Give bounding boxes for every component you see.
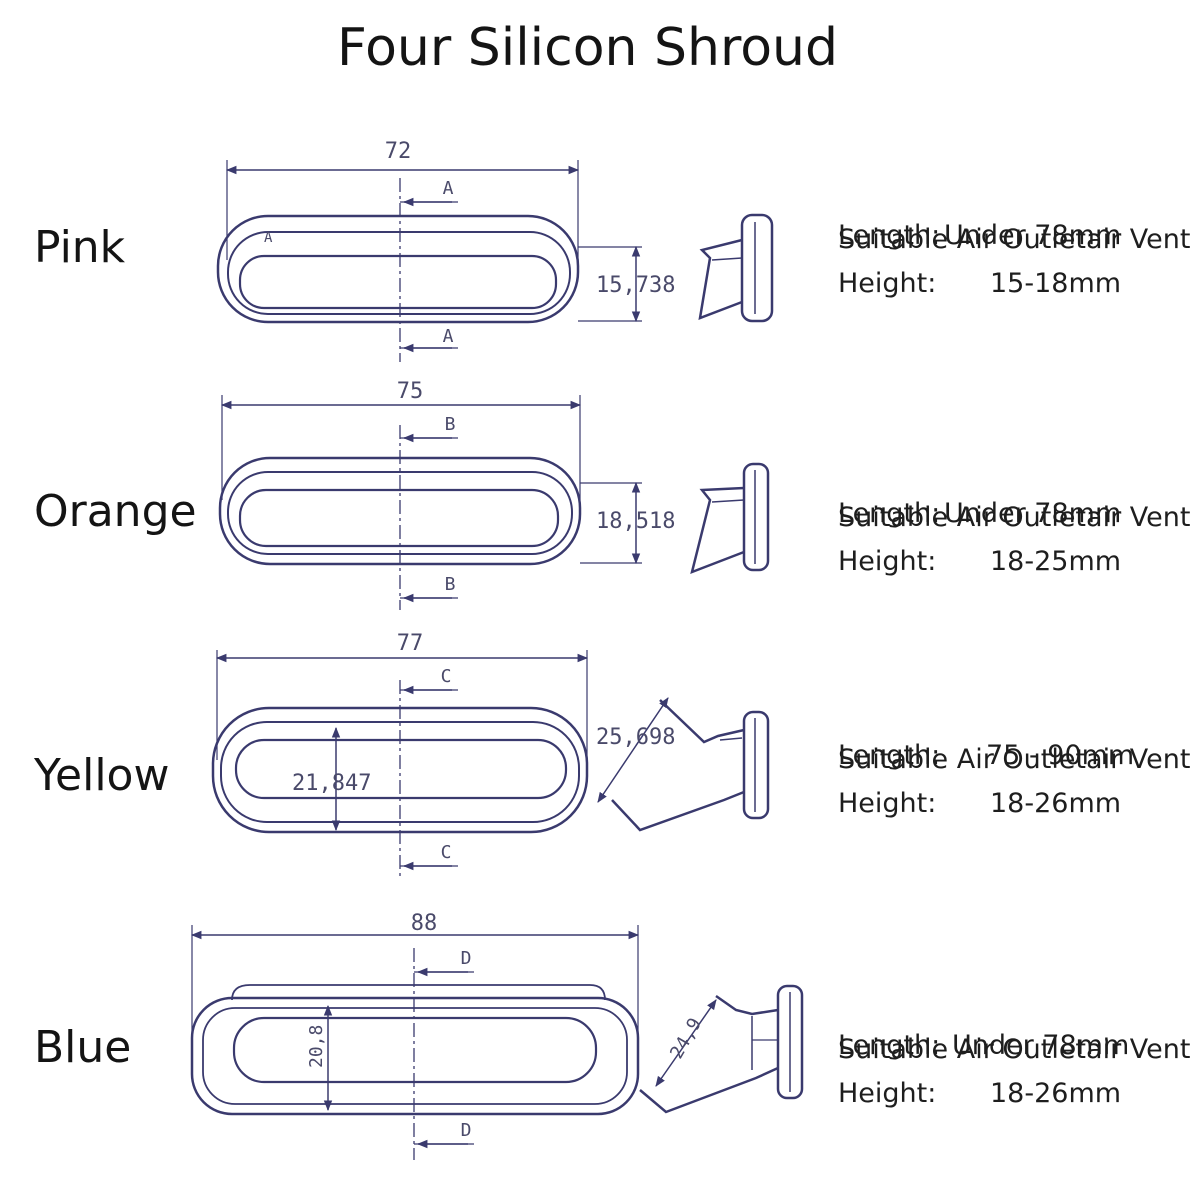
height-value: 18-26mm <box>990 788 1122 819</box>
vent-opening <box>232 1016 598 1084</box>
shroud-outer-outline <box>190 996 640 1116</box>
section-label-yellow-bottom: C <box>441 842 452 863</box>
width-dim-pink: 72 <box>385 139 412 164</box>
length-value: 75 - 90mm <box>986 740 1135 771</box>
height-label: Height: <box>838 546 937 577</box>
width-dim-blue: 88 <box>411 911 438 936</box>
diagonal-dimension-line <box>597 697 669 803</box>
spec-blue: Suitable Air Outletair Vent Length: Unde… <box>838 982 1190 1198</box>
width-dim-orange: 75 <box>397 379 424 404</box>
shroud-blue-drawing <box>190 925 804 1160</box>
shroud-outer-outline <box>216 214 580 324</box>
length-value: Under 78mm <box>944 498 1122 529</box>
height-dim-yellow: 21,847 <box>292 771 371 796</box>
height-value: 15-18mm <box>990 268 1122 299</box>
vent-opening <box>238 488 560 548</box>
length-label: Length: <box>838 1030 941 1061</box>
spec-pink: Suitable Air Outletair Vent Length: Unde… <box>838 172 1190 388</box>
spec-heading: Suitable Air Outletair Vent <box>838 744 1191 775</box>
side-profile-pink <box>698 213 774 323</box>
height-dim-pink: 15,738 <box>596 273 675 298</box>
height-label: Height: <box>838 1078 937 1109</box>
height-label: Height: <box>838 268 937 299</box>
section-label-pink-top: A <box>443 178 454 199</box>
section-label-pink-bottom: A <box>443 326 454 347</box>
length-value: Under 78mm <box>952 1030 1130 1061</box>
spec-yellow: Suitable Air Outletair Vent Length: 75 -… <box>838 692 1190 908</box>
diag-dim-blue: 24,9 <box>666 1014 706 1062</box>
side-profile-orange <box>690 462 770 575</box>
shroud-orange-drawing <box>218 395 770 610</box>
length-value: Under 78mm <box>944 220 1122 251</box>
shroud-yellow-drawing <box>211 650 770 878</box>
spec-orange: Suitable Air Outletair Vent Length: Unde… <box>838 450 1190 666</box>
vent-opening <box>234 738 568 800</box>
length-label: Length: <box>838 740 941 771</box>
label-blue: Blue <box>34 1022 132 1073</box>
page-title: Four Silicon Shroud <box>337 18 838 78</box>
width-dim-yellow: 77 <box>397 631 424 656</box>
height-dim-orange: 18,518 <box>596 509 675 534</box>
height-value: 18-26mm <box>990 1078 1122 1109</box>
section-label-blue-bottom: D <box>461 1120 472 1141</box>
section-label-orange-bottom: B <box>445 574 456 595</box>
diag-dim-yellow: 25,698 <box>596 725 675 750</box>
section-label-yellow-top: C <box>441 666 452 687</box>
label-pink: Pink <box>34 222 126 273</box>
height-dim-blue: 20,8 <box>306 1025 327 1068</box>
length-label: Length: <box>838 220 941 251</box>
spec-heading: Suitable Air Outletair Vent <box>838 1034 1191 1065</box>
height-label: Height: <box>838 788 937 819</box>
spec-heading: Suitable Air Outletair Vent <box>838 224 1191 255</box>
diagonal-dimension-line <box>655 999 717 1087</box>
section-label-blue-top: D <box>461 948 472 969</box>
shroud-pink-drawing <box>216 160 774 362</box>
section-label-orange-top: B <box>445 414 456 435</box>
label-yellow: Yellow <box>34 750 170 801</box>
side-profile-yellow <box>611 699 770 832</box>
height-value: 18-25mm <box>990 546 1122 577</box>
side-profile-blue <box>639 984 804 1114</box>
corner-mark-pink: A <box>264 230 273 246</box>
vent-opening <box>238 254 558 310</box>
spec-heading: Suitable Air Outletair Vent <box>838 502 1191 533</box>
length-label: Length: <box>838 498 941 529</box>
label-orange: Orange <box>34 486 197 537</box>
